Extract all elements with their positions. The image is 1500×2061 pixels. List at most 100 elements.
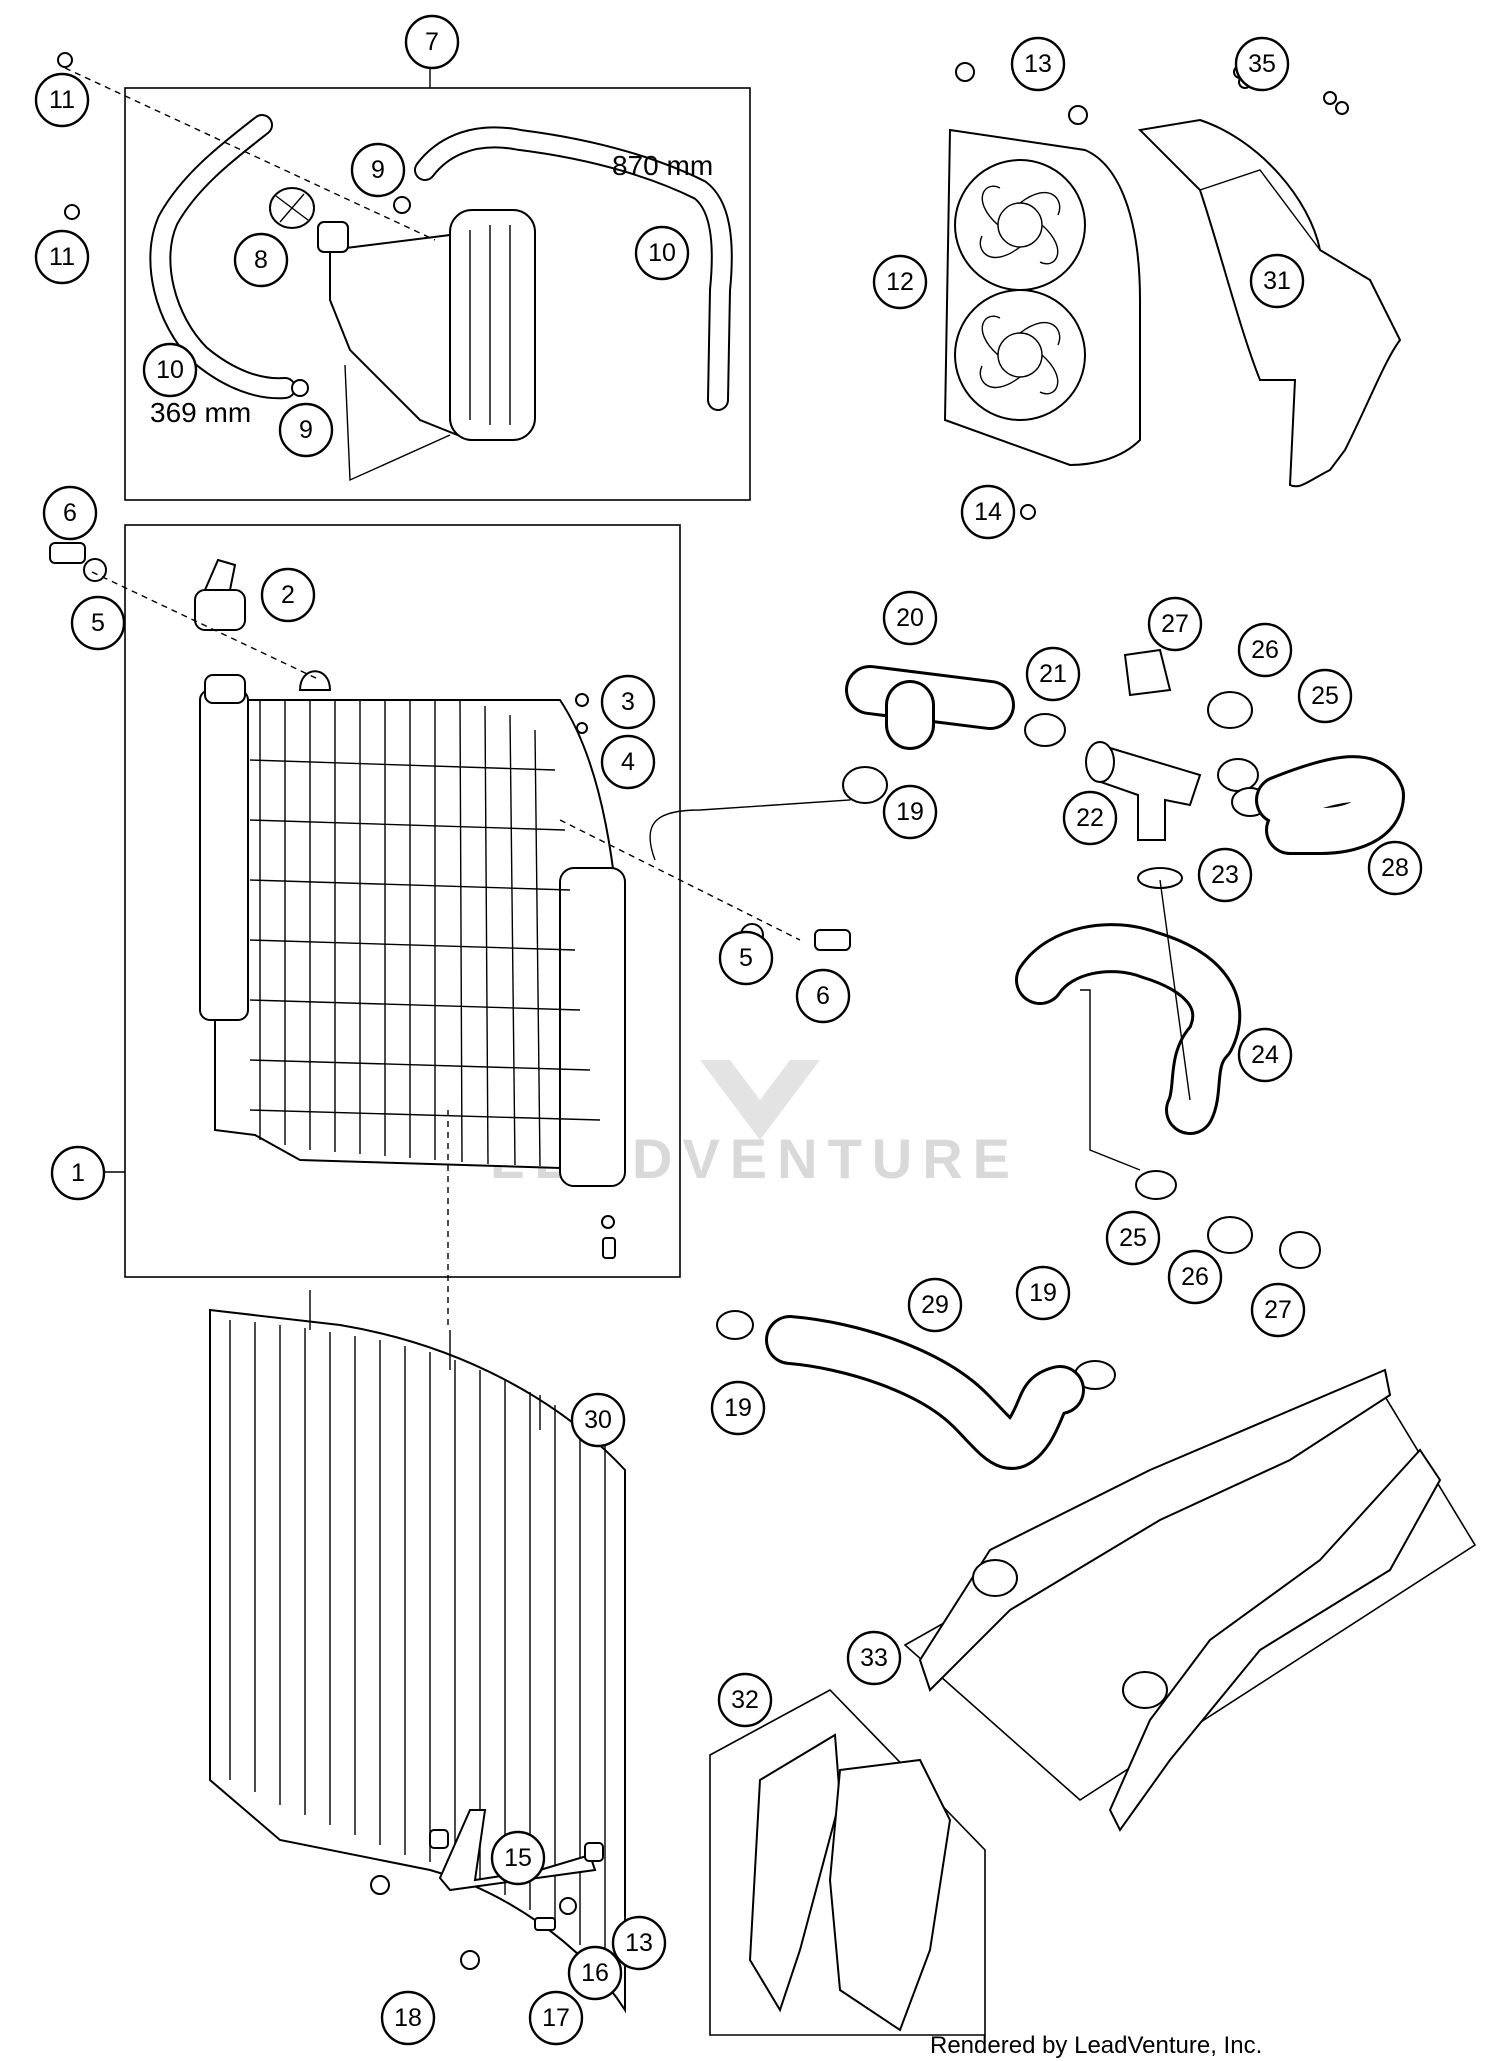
svg-text:20: 20 [896,604,924,632]
callout-19-middle: 19 [1015,1265,1071,1321]
svg-text:33: 33 [860,1644,888,1672]
callout-9-bottom: 9 [278,402,334,458]
rendered-by-credit: Rendered by LeadVenture, Inc. [930,2032,1262,2059]
hose-clips [291,196,411,397]
callout-17: 17 [528,1990,584,2046]
callout-25-top: 25 [1297,668,1353,724]
callout-26-bottom: 26 [1167,1249,1223,1305]
svg-text:24: 24 [1251,1041,1279,1069]
svg-text:2: 2 [281,581,295,609]
callout-26-top: 26 [1237,622,1293,678]
leader-11 [64,67,436,241]
hose-20 [845,665,1015,750]
svg-text:9: 9 [371,156,385,184]
svg-text:19: 19 [1029,1279,1057,1307]
callout-20: 20 [882,590,938,646]
svg-text:32: 32 [731,1686,759,1714]
svg-text:26: 26 [1181,1263,1209,1291]
callout-12: 12 [872,254,928,310]
leader-9 [344,364,451,482]
callout-25-bottom: 25 [1105,1210,1161,1266]
tank-cap [269,187,349,253]
callout-2: 2 [260,567,316,623]
callout-6-left: 6 [42,485,98,541]
svg-text:11: 11 [49,86,75,114]
svg-text:3: 3 [621,688,635,716]
hose-28 [1255,755,1405,855]
radiator-fittings [49,542,851,1259]
svg-text:26: 26 [1251,636,1279,664]
svg-text:9: 9 [299,416,313,444]
svg-text:31: 31 [1263,267,1291,295]
air-guide-group-box [709,1689,986,2036]
svg-text:7: 7 [425,28,439,56]
svg-text:35: 35 [1248,50,1276,78]
svg-text:1: 1 [71,1159,85,1187]
callout-18: 18 [380,1990,436,2046]
svg-text:10: 10 [156,356,184,384]
callout-5-left: 5 [70,595,126,651]
svg-text:11: 11 [49,243,75,271]
callout-30: 30 [570,1392,626,1448]
callout-15: 15 [490,1830,546,1886]
svg-text:14: 14 [974,498,1002,526]
leader-6-5-right [559,819,801,941]
callout-5-right: 5 [718,930,774,986]
guard-bracket [370,1809,604,1970]
svg-text:30: 30 [584,1406,612,1434]
callout-22: 22 [1062,790,1118,846]
callout-7: 7 [404,14,460,70]
callout-11-top: 11 [34,72,90,128]
callout-10-left: 10 [142,342,198,398]
svg-text:21: 21 [1039,660,1067,688]
callout-23: 23 [1197,847,1253,903]
callout-28: 28 [1367,840,1423,896]
callout-33: 33 [846,1630,902,1686]
svg-text:19: 19 [724,1394,752,1422]
callout-13-top: 13 [1010,36,1066,92]
svg-text:8: 8 [254,246,268,274]
svg-text:4: 4 [621,748,635,776]
callout-19-bottom: 19 [710,1380,766,1436]
leader-6-5-left [91,571,321,681]
svg-text:5: 5 [739,944,753,972]
fan-assembly [943,62,1141,520]
radiator [199,670,626,1187]
radiator-group-box [124,524,681,1278]
overflow-hose-870mm [414,126,733,411]
svg-text:29: 29 [921,1291,949,1319]
leader-23 [1159,879,1191,1101]
svg-text:13: 13 [1024,50,1052,78]
svg-text:10: 10 [648,239,676,267]
svg-text:27: 27 [1161,610,1189,638]
t-fitting [1085,741,1202,841]
expansion-tank [329,209,536,442]
callout-29: 29 [907,1277,963,1333]
callout-11-bottom: 11 [34,229,90,285]
hose-24 [1015,923,1242,1135]
svg-text:6: 6 [63,499,77,527]
svg-text:28: 28 [1381,854,1409,882]
air-guide-32 [748,1733,952,2032]
callout-8: 8 [233,232,289,288]
callout-9-top: 9 [350,142,406,198]
svg-text:18: 18 [394,2004,422,2032]
radiator-cap [194,558,246,631]
callout-21: 21 [1025,646,1081,702]
callout-10-right: 10 [634,225,690,281]
callout-31: 31 [1249,253,1305,309]
air-duct-33 [918,1368,1442,1832]
callout-27-bottom: 27 [1250,1282,1306,1338]
svg-text:16: 16 [581,1959,609,1987]
callout-32: 32 [717,1672,773,1728]
callout-3: 3 [600,674,656,730]
svg-text:22: 22 [1076,804,1104,832]
svg-text:5: 5 [91,609,105,637]
hose-29 [765,1315,1085,1470]
svg-text:15: 15 [504,1844,532,1872]
callout-6-right: 6 [795,968,851,1024]
expansion-tank-group-box [124,87,751,501]
screws-11 [57,52,80,220]
svg-text:25: 25 [1311,682,1339,710]
